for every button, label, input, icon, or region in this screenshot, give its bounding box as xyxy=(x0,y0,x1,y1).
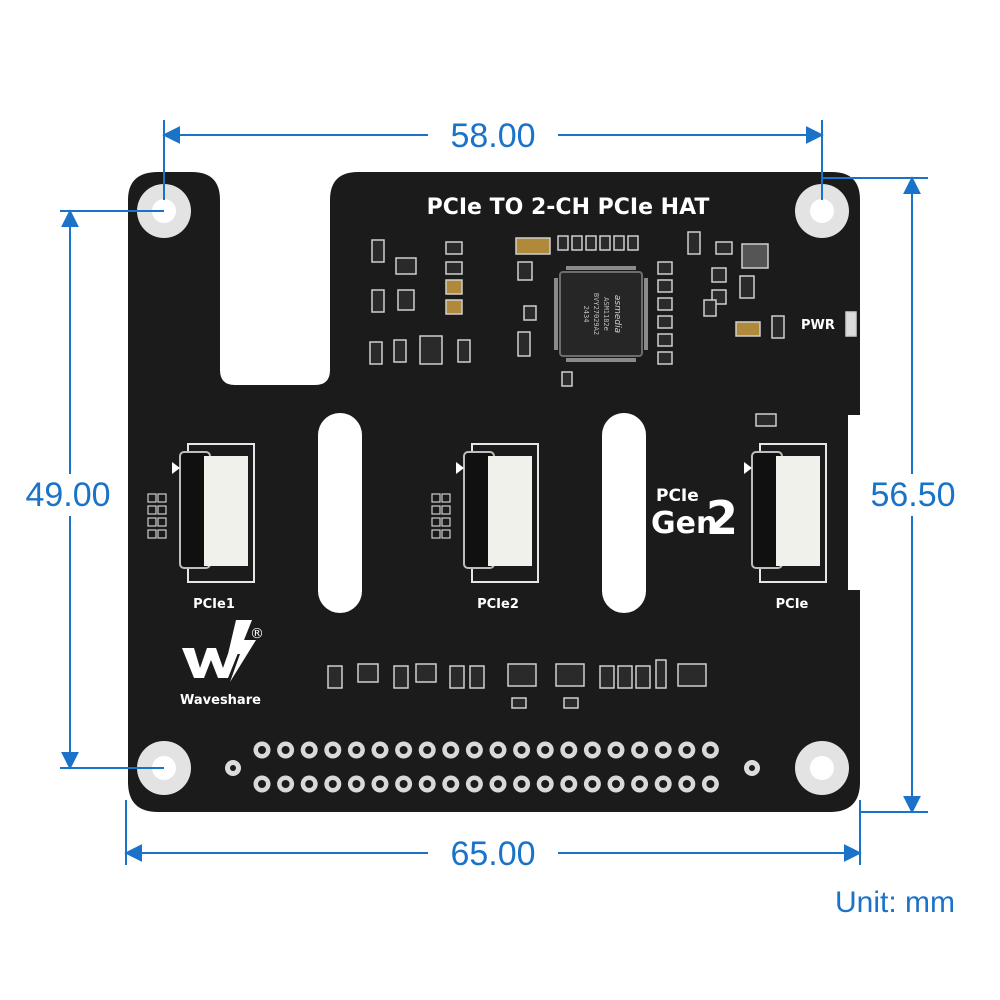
waveshare-logo: ® Waveshare xyxy=(180,620,264,708)
gpio-pin-drill xyxy=(399,780,408,788)
mounting-hole-top-right xyxy=(795,184,849,238)
board-title: PCIe TO 2-CH PCIe HAT xyxy=(427,195,710,220)
gpio-pin-drill xyxy=(635,746,644,754)
gpio-pin-drill xyxy=(517,780,526,788)
gpio-pin-drill xyxy=(564,746,573,754)
gpio-pin-drill xyxy=(588,746,597,754)
gpio-pin-drill xyxy=(612,780,620,788)
waveshare-logo-icon xyxy=(182,620,256,682)
board-slot-left xyxy=(318,413,362,613)
gpio-pin-drill xyxy=(659,746,668,754)
gpio-pin-drill xyxy=(305,780,314,788)
gpio-pin-drill xyxy=(352,780,361,788)
registered-mark: ® xyxy=(250,626,264,642)
ffc-connector-pcie: PCIe xyxy=(744,443,827,612)
unit-label: Unit: mm xyxy=(835,886,955,919)
ffc-connector-pcie2: PCIe2 xyxy=(456,443,539,612)
gpio-pin-drill xyxy=(494,780,502,788)
gpio-pin-drill xyxy=(376,746,384,754)
gpio-pin-drill xyxy=(706,746,715,754)
gpio-pin-drill xyxy=(517,746,526,754)
pad-array-left xyxy=(147,493,167,539)
gpio-pin-drill xyxy=(281,746,290,754)
gpio-pin-drill xyxy=(328,746,337,754)
gpio-pin-drill xyxy=(682,780,691,788)
gpio-pin-drill xyxy=(399,746,408,754)
chip-marking-date: 2434 xyxy=(582,306,590,323)
gpio-pin-drill xyxy=(659,780,668,788)
ffc-connector-pcie1: PCIe1 xyxy=(172,443,255,612)
pad-array-middle xyxy=(431,493,451,539)
gpio-pin-drill xyxy=(494,746,502,754)
pcb-board: PCIe TO 2-CH PCIe HAT asmedia ASM1182e B… xyxy=(128,172,860,812)
gpio-pin-drill xyxy=(328,780,337,788)
gen-badge-prefix: PCIe xyxy=(656,486,699,506)
chip-marking-brand: asmedia xyxy=(612,295,622,333)
gpio-pin-drill xyxy=(706,780,715,788)
connector-label-pcie1: PCIe1 xyxy=(193,597,235,612)
gpio-pin-drill xyxy=(612,746,620,754)
connector-label-pcie2: PCIe2 xyxy=(477,597,519,612)
gpio-pin-drill xyxy=(423,780,432,788)
gpio-pin-drill xyxy=(423,746,432,754)
dimension-label-bottom-width: 65.00 xyxy=(450,835,535,873)
gpio-pin-drill xyxy=(682,746,691,754)
pwr-label: PWR xyxy=(801,318,835,333)
brand-name: Waveshare xyxy=(180,693,261,708)
gpio-pin-drill xyxy=(258,746,266,754)
gpio-pin-drill xyxy=(352,746,361,754)
chip-marking-lot: BVY27029A2 xyxy=(592,293,600,335)
gpio-pin-drill xyxy=(446,746,455,754)
gpio-pin-drill xyxy=(588,780,597,788)
gpio-pin-drill xyxy=(541,780,550,788)
dimension-label-right-height: 56.50 xyxy=(870,476,955,514)
gpio-header xyxy=(253,741,719,793)
gpio-pin-drill xyxy=(564,780,573,788)
mounting-hole-bottom-right xyxy=(795,741,849,795)
gen-badge-main: Gen xyxy=(651,506,717,541)
gpio-pin-drill xyxy=(635,780,644,788)
dimension-label-top-width: 58.00 xyxy=(450,117,535,155)
gpio-pin-drill xyxy=(470,746,479,754)
gpio-pin-drill xyxy=(541,746,550,754)
fiducial-right xyxy=(744,760,760,776)
connector-label-pcie: PCIe xyxy=(776,597,809,612)
gen-badge-number: 2 xyxy=(706,491,738,545)
board-slot-right xyxy=(602,413,646,613)
dimension-label-left-height: 49.00 xyxy=(25,476,110,514)
gpio-pin-drill xyxy=(470,780,479,788)
pcie-gen2-badge: PCIe Gen 2 xyxy=(651,486,738,545)
gpio-pin-drill xyxy=(258,780,266,788)
chip-marking-part: ASM1182e xyxy=(602,297,610,331)
gpio-pin-drill xyxy=(281,780,290,788)
fiducial-left xyxy=(225,760,241,776)
smd-components xyxy=(327,231,857,709)
gpio-pin-drill xyxy=(305,746,314,754)
pcie-switch-chip: asmedia ASM1182e BVY27029A2 2434 xyxy=(554,266,648,362)
gpio-pin-drill xyxy=(446,780,455,788)
gpio-pin-drill xyxy=(376,780,384,788)
